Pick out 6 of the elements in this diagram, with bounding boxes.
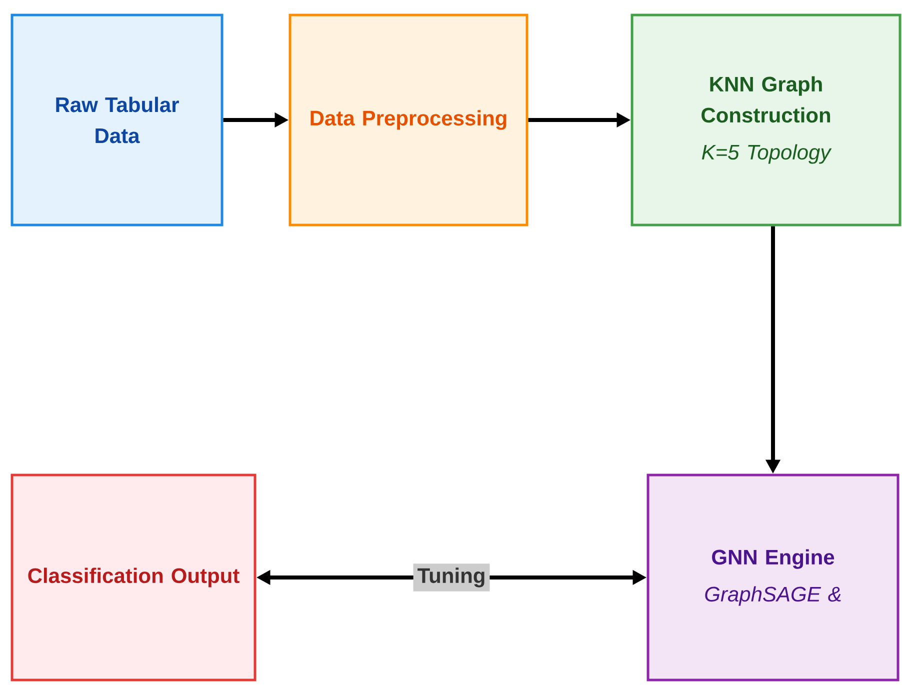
process-box: Classification Output <box>10 474 256 682</box>
process-box: KNN Graph Construction K=5 Topology <box>630 14 902 226</box>
process-box: Data Preprocessing <box>288 14 528 226</box>
edge-label: Tuning <box>413 564 490 592</box>
process-box: GNN Engine GraphSAGE & <box>646 474 900 682</box>
process-box: Raw Tabular Data <box>10 14 224 226</box>
